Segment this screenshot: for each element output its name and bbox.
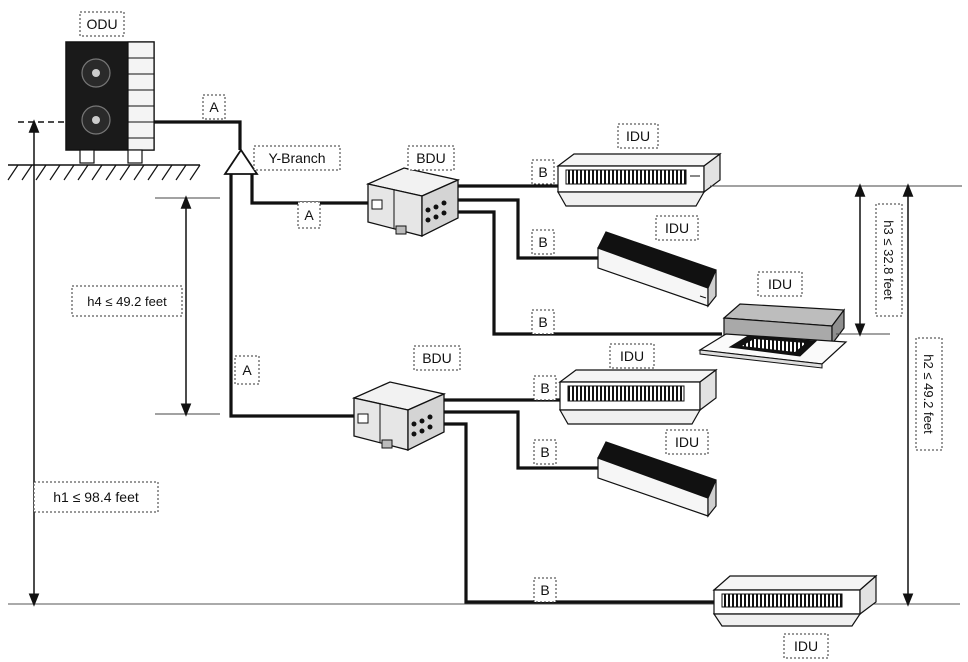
svg-text:IDU: IDU (675, 434, 699, 450)
svg-text:ODU: ODU (86, 16, 117, 32)
bdu-label-upper: BDU (407, 145, 455, 171)
ground-surface (7, 164, 201, 181)
svg-text:IDU: IDU (768, 276, 792, 292)
svg-text:IDU: IDU (665, 220, 689, 236)
pipe-b-label: B (531, 159, 555, 185)
pipe-b-label: B (533, 375, 557, 401)
svg-text:IDU: IDU (626, 128, 650, 144)
y-branch-triangle-icon (223, 148, 259, 175)
svg-text:h3 ≤ 32.8 feet: h3 ≤ 32.8 feet (881, 220, 896, 300)
idu-label-cassette: IDU (757, 271, 803, 297)
h2-label: h2 ≤ 49.2 feet (915, 337, 943, 451)
h3-label: h3 ≤ 32.8 feet (875, 203, 903, 317)
svg-text:Y-Branch: Y-Branch (268, 150, 325, 166)
svg-text:B: B (538, 164, 547, 180)
svg-text:BDU: BDU (416, 150, 446, 166)
svg-text:IDU: IDU (620, 348, 644, 364)
idu-label-bottom: IDU (783, 633, 829, 659)
svg-text:B: B (538, 314, 547, 330)
svg-text:h2 ≤ 49.2 feet: h2 ≤ 49.2 feet (921, 354, 936, 434)
bdu-label-lower: BDU (413, 345, 461, 371)
ducted-indoor-unit-icon (712, 574, 878, 627)
idu-label-wall-lower: IDU (665, 429, 709, 455)
wall-mounted-indoor-unit-icon (597, 231, 717, 308)
pipe-b-label: B (531, 229, 555, 255)
pipe-a-label: A (297, 201, 321, 229)
pipe-a-label: A (202, 94, 226, 120)
svg-text:h4 ≤ 49.2 feet: h4 ≤ 49.2 feet (87, 294, 167, 309)
svg-text:BDU: BDU (422, 350, 452, 366)
h1-label: h1 ≤ 98.4 feet (33, 481, 159, 513)
svg-text:h1 ≤ 98.4 feet: h1 ≤ 98.4 feet (53, 489, 139, 505)
branch-distribution-unit-icon (351, 381, 447, 452)
outdoor-unit-icon (65, 41, 155, 164)
pipe-b-label: B (531, 309, 555, 335)
svg-text:B: B (538, 234, 547, 250)
pipe-b-label: B (533, 577, 557, 603)
odu-label: ODU (79, 11, 125, 37)
ducted-indoor-unit-icon (556, 152, 722, 207)
svg-text:IDU: IDU (794, 638, 818, 654)
svg-text:A: A (209, 99, 219, 115)
cassette-indoor-unit-icon (698, 303, 848, 369)
ybranch-label: Y-Branch (253, 145, 341, 171)
svg-text:B: B (540, 444, 549, 460)
branch-distribution-unit-icon (365, 167, 461, 238)
pipe-b-label: B (533, 439, 557, 465)
svg-text:B: B (540, 380, 549, 396)
h4-label: h4 ≤ 49.2 feet (71, 285, 183, 317)
ducted-indoor-unit-icon (558, 368, 718, 425)
idu-label-top: IDU (617, 123, 659, 149)
pipe-a-label: A (234, 355, 260, 385)
svg-text:A: A (304, 207, 314, 223)
svg-text:B: B (540, 582, 549, 598)
wall-mounted-indoor-unit-icon (597, 441, 717, 518)
idu-label-wall-upper: IDU (655, 215, 699, 241)
idu-label-ducted-middle: IDU (609, 343, 655, 369)
svg-text:A: A (242, 362, 252, 378)
